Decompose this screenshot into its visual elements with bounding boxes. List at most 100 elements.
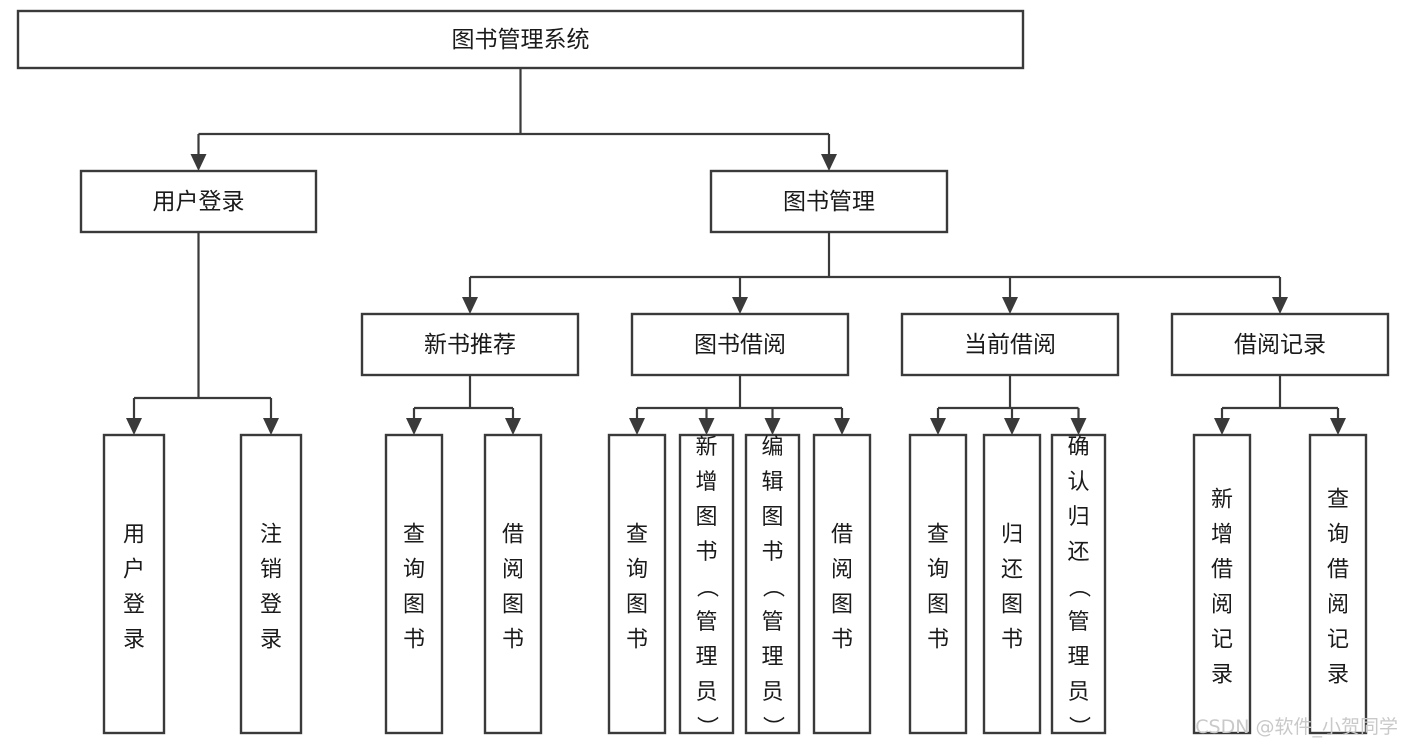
connector-edges (126, 68, 1346, 435)
node-box-root (16, 9, 1025, 70)
node-box-leaf-add-record (1192, 433, 1252, 735)
node-label-leaf-confirm-return: 确 (1067, 435, 1089, 460)
node-label-root: 图书管理系统 (452, 27, 590, 53)
node-label-leaf-query-record: 查 (1327, 487, 1349, 512)
node-label-leaf-query-book-cur: 查 (927, 522, 949, 547)
node-label-leaf-edit-book: 员 (761, 680, 783, 705)
node-label-leaf-add-book: 理 (695, 645, 717, 670)
node-label-leaf-confirm-return: 理 (1067, 645, 1089, 670)
node-box-new-book-recommend (360, 312, 580, 377)
node-label-borrow-record: 借阅记录 (1234, 332, 1326, 358)
node-label-leaf-query-book-rec: 书 (403, 627, 425, 652)
node-label-leaf-query-record: 录 (1327, 662, 1349, 687)
node-borrow-record: 借阅记录 (1170, 312, 1390, 377)
arrow-head-icon (462, 297, 478, 314)
arrow-head-icon (1070, 418, 1087, 435)
node-book-management: 图书管理 (709, 169, 949, 234)
node-label-current-borrow: 当前借阅 (964, 332, 1056, 358)
node-label-leaf-borrow-book: 书 (831, 627, 853, 652)
node-box-user-login (79, 169, 318, 234)
node-label-leaf-confirm-return: （ (1066, 576, 1091, 598)
node-label-leaf-add-book: 管 (695, 610, 717, 635)
arrow-head-icon (629, 418, 645, 435)
csdn-watermark: CSDN @软件_小贺同学 (1195, 716, 1398, 738)
node-label-leaf-borrow-book-rec: 借 (502, 522, 524, 547)
node-label-leaf-confirm-return: ） (1066, 716, 1091, 738)
node-box-leaf-borrow-book-rec (483, 433, 543, 735)
node-label-leaf-edit-book: （ (760, 576, 785, 598)
arrow-head-icon (698, 418, 715, 435)
node-label-book-management: 图书管理 (783, 189, 875, 215)
node-label-leaf-edit-book: 理 (761, 645, 783, 670)
node-boxes: 图书管理系统用户登录图书管理新书推荐图书借阅当前借阅借阅记录用户登录注销登录查询… (16, 9, 1390, 738)
node-leaf-user-login: 用户登录 (102, 433, 166, 735)
arrow-head-icon (1004, 418, 1020, 435)
node-label-leaf-confirm-return: 员 (1067, 680, 1089, 705)
node-label-leaf-query-book-rec: 图 (403, 592, 425, 617)
node-label-leaf-return-book: 书 (1001, 627, 1023, 652)
node-label-leaf-borrow-book-rec: 图 (502, 592, 524, 617)
node-label-leaf-confirm-return: 还 (1067, 540, 1089, 565)
node-root: 图书管理系统 (16, 9, 1025, 70)
node-label-leaf-query-book-cur: 书 (927, 627, 949, 652)
node-new-book-recommend: 新书推荐 (360, 312, 580, 377)
node-label-leaf-query-book-cur: 询 (927, 557, 949, 582)
node-label-leaf-borrow-book: 阅 (831, 557, 853, 582)
node-label-leaf-borrow-book: 借 (831, 522, 853, 547)
node-label-leaf-confirm-return: 认 (1067, 470, 1089, 495)
arrow-head-icon (263, 418, 279, 435)
node-box-book-management (709, 169, 949, 234)
node-label-leaf-add-book: （ (694, 576, 719, 598)
node-label-leaf-edit-book: 书 (761, 540, 783, 565)
node-label-leaf-add-record: 新 (1211, 487, 1233, 512)
node-label-leaf-query-record: 借 (1327, 557, 1349, 582)
node-label-leaf-return-book: 还 (1001, 557, 1023, 582)
node-label-leaf-add-book: 增 (695, 470, 717, 495)
node-label-leaf-query-book-cur: 图 (927, 592, 949, 617)
node-label-leaf-logout: 登 (260, 592, 282, 617)
node-label-book-borrow: 图书借阅 (694, 332, 786, 358)
node-label-leaf-query-book-borrow: 书 (626, 627, 648, 652)
arrow-head-icon (930, 418, 946, 435)
arrow-head-icon (406, 418, 422, 435)
node-box-book-borrow (630, 312, 850, 377)
node-label-leaf-user-login: 登 (123, 592, 145, 617)
node-box-leaf-add-book (678, 433, 735, 735)
node-box-leaf-confirm-return (1050, 433, 1107, 735)
node-label-leaf-add-record: 借 (1211, 557, 1233, 582)
node-label-leaf-query-book-rec: 询 (403, 557, 425, 582)
node-label-leaf-edit-book: 编 (761, 435, 783, 460)
node-label-leaf-add-record: 阅 (1211, 592, 1233, 617)
node-box-leaf-logout (239, 433, 303, 735)
node-label-leaf-confirm-return: 管 (1067, 610, 1089, 635)
node-label-leaf-add-book: 书 (695, 540, 717, 565)
node-label-leaf-borrow-book-rec: 书 (502, 627, 524, 652)
arrow-head-icon (1330, 418, 1346, 435)
arrow-head-icon (1002, 297, 1018, 314)
node-label-leaf-logout: 销 (260, 557, 282, 582)
node-label-leaf-borrow-book: 图 (831, 592, 853, 617)
node-label-leaf-user-login: 录 (123, 627, 145, 652)
node-label-new-book-recommend: 新书推荐 (424, 332, 516, 358)
node-label-leaf-edit-book: 图 (761, 505, 783, 530)
node-label-leaf-query-book-borrow: 询 (626, 557, 648, 582)
node-box-leaf-query-book-cur (908, 433, 968, 735)
node-label-leaf-logout: 注 (260, 522, 282, 547)
arrow-head-icon (1214, 418, 1230, 435)
node-label-leaf-user-login: 用 (123, 522, 145, 547)
node-box-leaf-query-book-borrow (607, 433, 667, 735)
node-box-leaf-query-record (1308, 433, 1368, 735)
node-label-leaf-return-book: 归 (1001, 522, 1023, 547)
arrow-head-icon (821, 154, 837, 171)
